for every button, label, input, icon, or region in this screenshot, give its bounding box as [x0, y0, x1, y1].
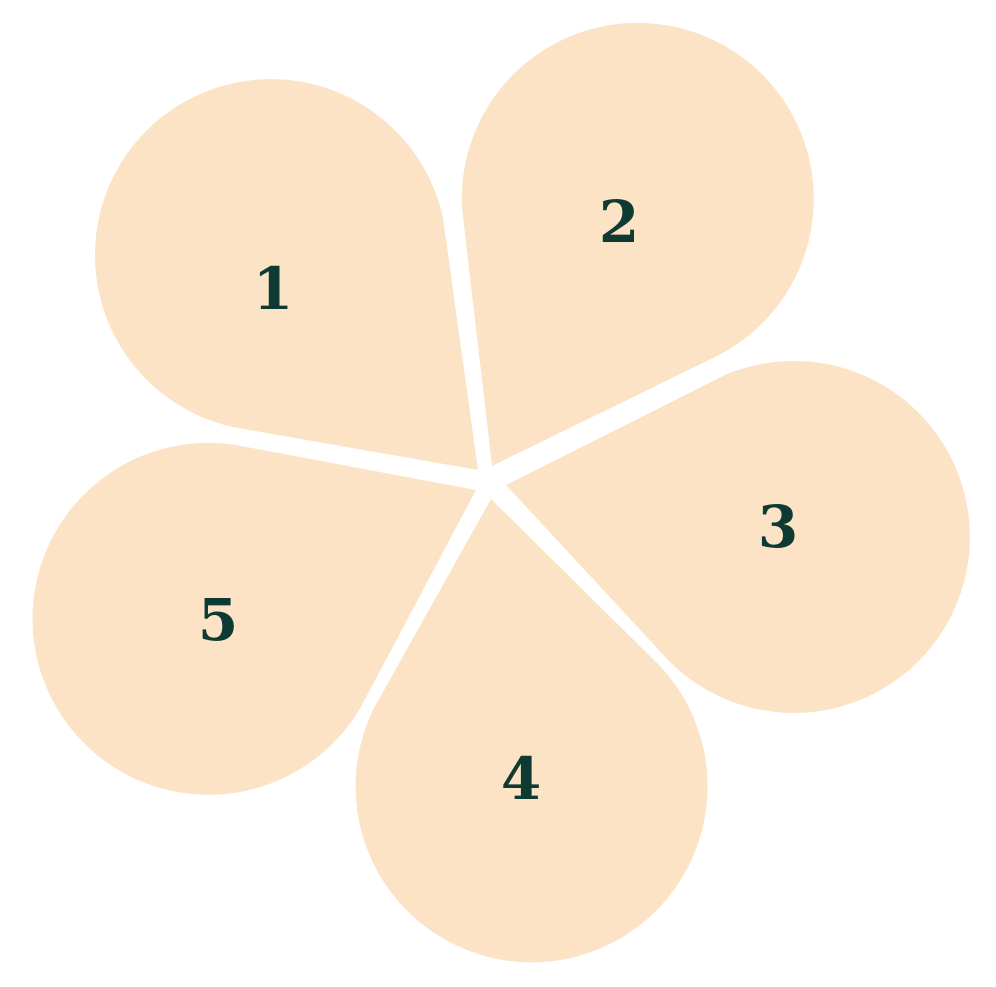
petal-4-shape [355, 499, 708, 963]
petal-2-label: 2 [599, 188, 639, 256]
petal-5: 5 [32, 442, 476, 795]
petal-5-shape [32, 442, 476, 795]
petal-2: 2 [461, 22, 814, 467]
petal-3-shape [506, 360, 970, 713]
petal-5-label: 5 [198, 586, 238, 654]
petal-1-label: 1 [253, 255, 293, 323]
petal-1-shape [94, 79, 479, 470]
petal-1: 1 [94, 79, 479, 470]
petal-4-label: 4 [501, 745, 541, 813]
petal-3-label: 3 [758, 493, 798, 561]
petal-3: 3 [506, 360, 970, 713]
petal-4: 4 [355, 499, 708, 963]
petal-2-shape [461, 22, 814, 467]
